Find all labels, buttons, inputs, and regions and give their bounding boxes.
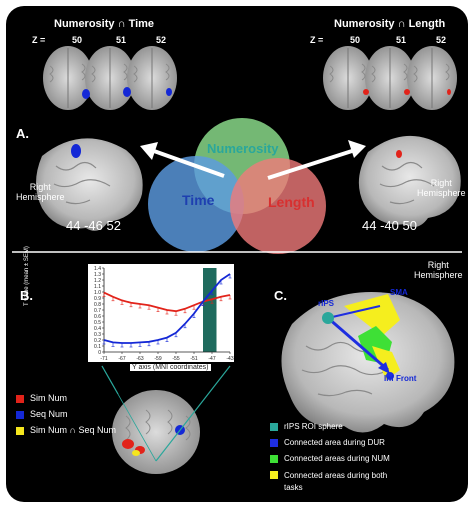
region-label-sma: SMA (390, 288, 408, 297)
venn-circle-time (148, 156, 244, 252)
line-chart: 00.10.20.30.40.50.60.70.80.91.01.11.21.3… (94, 266, 234, 362)
y-tick-label: 0.3 (94, 332, 101, 338)
y-tick-label: 1.2 (94, 278, 101, 284)
panel-c-legend-num: Connected areas during NUM (284, 454, 390, 463)
right-activation-2 (404, 89, 410, 95)
x-tick-label: -59 (154, 356, 161, 362)
y-tick-label: 0 (98, 350, 101, 356)
left-lateral-activation (71, 144, 81, 158)
panel-b-label: B. (20, 288, 33, 303)
x-tick-label: -47 (208, 356, 215, 362)
y-tick-label: 1.1 (94, 284, 101, 290)
panel-b-axial-slice (101, 365, 231, 474)
panel-c-hemisphere-label: Right Hemisphere (414, 260, 463, 280)
x-tick-label: -71 (100, 356, 107, 362)
left-lateral-brain (36, 138, 143, 231)
venn-label-length: Length (268, 194, 315, 210)
right-title: Numerosity ∩ Length (334, 18, 446, 30)
panel-c-label: C. (274, 288, 287, 303)
panel-a-label: A. (16, 126, 29, 141)
left-activation-1 (82, 89, 90, 99)
y-tick-label: 1.0 (94, 290, 101, 296)
legend-label-overlap: Sim Num ∩ Seq Num (30, 425, 116, 435)
legend-swatch-both (270, 471, 278, 479)
left-z-label: Z = (32, 35, 46, 45)
y-tick-label: 1.3 (94, 272, 101, 278)
panel-c-legend-rips: rIPS ROI sphere (284, 422, 343, 431)
legend-swatch-rips (270, 423, 278, 431)
panel-c-legend-both: Connected areas during both tasks (284, 471, 388, 492)
panel-c-legend-dur: Connected area during DUR (284, 438, 385, 447)
chart-xlabel: Y axis (MNI coordinates) (130, 364, 211, 371)
legend-swatch-dur (270, 439, 278, 447)
right-axial-slices (323, 46, 457, 110)
left-slice-2: 51 (116, 35, 127, 45)
right-slice-3: 52 (436, 35, 447, 45)
right-z-label: Z = (310, 35, 324, 45)
x-tick-label: -67 (118, 356, 125, 362)
y-tick-label: 0.7 (94, 308, 101, 314)
left-activation-2 (123, 87, 131, 97)
right-slice-2: 51 (396, 35, 407, 45)
left-title: Numerosity ∩ Time (54, 18, 155, 30)
region-label-rips: rIPS (318, 299, 335, 308)
right-activation-1 (363, 89, 369, 95)
highlight-band (203, 268, 217, 352)
region-label-inf-front: Inf Front (384, 374, 417, 383)
panel-c-brain (281, 292, 455, 433)
right-slice-1: 50 (350, 35, 361, 45)
right-activation-3 (447, 89, 451, 95)
panel-b-graphics: 00.10.20.30.40.50.60.70.80.91.01.11.21.3… (16, 264, 455, 479)
left-coords: 44 -46 52 (66, 218, 121, 233)
venn-circle-length (230, 158, 326, 254)
sim-num-blob (122, 439, 134, 449)
figure-frame: Numerosity ∩ Time Numerosity ∩ Length Z … (6, 6, 468, 502)
rips-roi-sphere (322, 312, 334, 324)
left-activation-3 (166, 88, 172, 96)
y-tick-label: 0.5 (94, 320, 101, 326)
x-tick-label: -63 (136, 356, 143, 362)
left-slice-1: 50 (72, 35, 83, 45)
legend-label-seq-num: Seq Num (30, 409, 68, 419)
right-hemisphere-label: Right Hemisphere (417, 178, 466, 198)
overlap-blob (132, 450, 140, 456)
y-tick-label: 1.4 (94, 266, 101, 272)
venn-label-time: Time (182, 192, 215, 208)
left-axial-slices (43, 46, 177, 110)
right-coords: 44 -40 50 (362, 218, 417, 233)
legend-label-sim-num: Sim Num (30, 393, 68, 403)
venn-diagram (148, 118, 326, 254)
y-tick-label: 0.4 (94, 326, 101, 332)
legend-swatch-overlap (16, 427, 24, 435)
x-tick-label: -43 (226, 356, 233, 362)
arrows (140, 140, 366, 180)
left-hemisphere-label: Right Hemisphere (16, 182, 65, 202)
right-lateral-brain (358, 135, 461, 227)
legend-swatch-seq-num (16, 411, 24, 419)
legend-swatch-sim-num (16, 395, 24, 403)
venn-label-numerosity: Numerosity (207, 141, 279, 156)
y-tick-label: 0.9 (94, 296, 101, 302)
x-tick-label: -51 (190, 356, 197, 362)
chart-ylabel: T value (mean ± SEM) (24, 246, 30, 306)
y-tick-label: 0.2 (94, 338, 101, 344)
y-tick-label: 0.1 (94, 344, 101, 350)
y-tick-label: 0.6 (94, 314, 101, 320)
top-graphics (12, 46, 462, 254)
legend-swatch-num (270, 455, 278, 463)
right-lateral-activation (396, 150, 402, 158)
y-tick-label: 0.8 (94, 302, 101, 308)
x-tick-label: -55 (172, 356, 179, 362)
left-slice-3: 52 (156, 35, 167, 45)
